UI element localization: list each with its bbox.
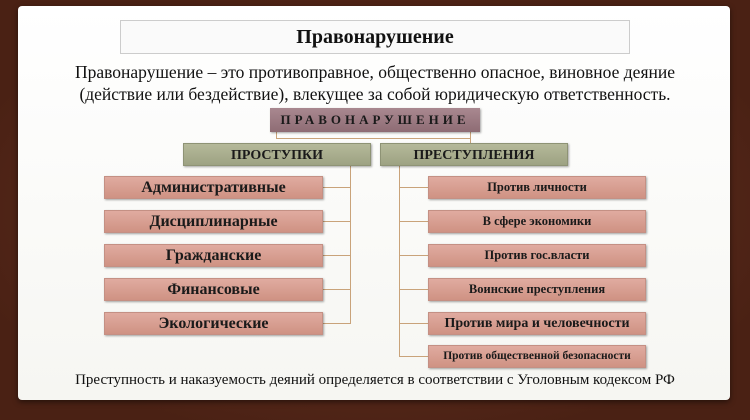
connector [399,289,428,290]
right-item: Против общественной безопасности [428,345,646,368]
connector [276,138,470,139]
right-item: Против гос.власти [428,244,646,267]
category-prostupki: ПРОСТУПКИ [183,143,371,166]
left-item: Гражданские [104,244,323,267]
definition-line-1: Правонарушение – это противоправное, общ… [75,62,675,82]
right-item: В сфере экономики [428,210,646,233]
category-prestupleniya: ПРЕСТУПЛЕНИЯ [380,143,568,166]
connector [323,255,351,256]
connector [399,221,428,222]
definition-line-2: (действие или бездействие), влекущее за … [79,84,671,104]
connector [323,187,351,188]
connector-left [350,166,351,324]
connector [323,221,351,222]
right-item: Против личности [428,176,646,199]
left-item: Экологические [104,312,323,335]
left-item: Дисциплинарные [104,210,323,233]
connector [399,187,428,188]
slide-title: Правонарушение [120,20,630,54]
connector [399,323,428,324]
left-item: Административные [104,176,323,199]
right-item: Воинские преступления [428,278,646,301]
connector-right [399,166,400,357]
connector [323,323,351,324]
footer-note: Преступность и наказуемость деяний опред… [75,372,675,388]
right-item: Против мира и человечности [428,312,646,335]
connector [470,132,471,143]
left-item: Финансовые [104,278,323,301]
connector [399,356,428,357]
root-node: ПРАВОНАРУШЕНИЕ [270,108,480,132]
connector [276,132,277,139]
connector [399,255,428,256]
connector [323,289,351,290]
